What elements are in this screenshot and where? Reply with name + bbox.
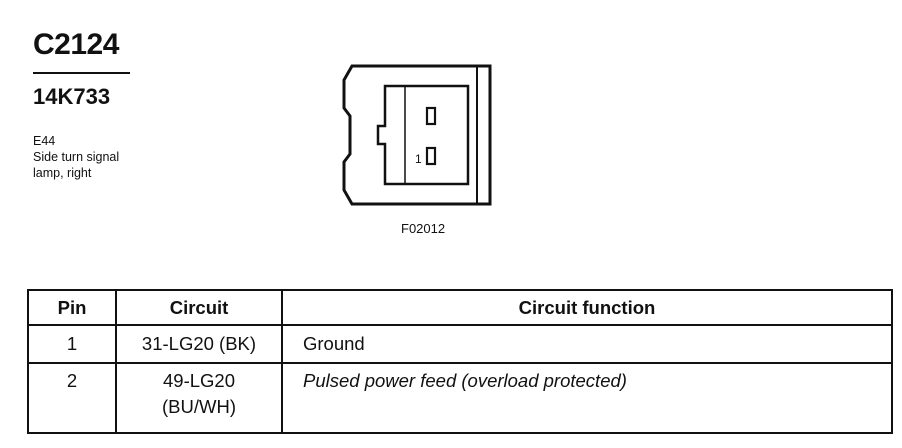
description-line: E44 — [33, 134, 56, 148]
connector-id: C2124 — [33, 28, 119, 61]
pin-label: 1 — [415, 152, 422, 166]
function-cell: Pulsed power feed (overload protected) — [281, 362, 893, 434]
circuit-line: 49-LG20 — [163, 370, 235, 391]
pin-cell: 2 — [27, 362, 117, 434]
column-header-circuit: Circuit — [115, 289, 283, 326]
table-header-row: Pin Circuit Circuit function — [27, 289, 893, 326]
circuit-cell: 49-LG20 (BU/WH) — [115, 362, 283, 434]
pin-table: Pin Circuit Circuit function 1 31-LG20 (… — [27, 289, 893, 434]
description-line: lamp, right — [33, 166, 92, 180]
description-line: Side turn signal — [33, 150, 120, 164]
terminal-body — [376, 84, 470, 186]
part-number: 14K733 — [33, 84, 111, 109]
figure-code: F02012 — [401, 221, 446, 236]
pin-cell: 1 — [27, 324, 117, 364]
connector-housing — [342, 64, 492, 206]
table-row: 2 49-LG20 (BU/WH) Pulsed power feed (ove… — [27, 362, 893, 434]
column-header-function: Circuit function — [281, 289, 893, 326]
function-cell: Ground — [281, 324, 893, 364]
connector-face-diagram: 1 — [342, 64, 492, 206]
table-row: 1 31-LG20 (BK) Ground — [27, 324, 893, 364]
column-header-pin: Pin — [27, 289, 117, 326]
circuit-cell: 31-LG20 (BK) — [115, 324, 283, 364]
circuit-line: (BU/WH) — [162, 396, 236, 417]
connector-description: E44 Side turn signal lamp, right — [33, 133, 119, 181]
pin-cavity-1 — [425, 146, 437, 166]
title-underline — [33, 72, 130, 74]
circuit-line: 31-LG20 (BK) — [141, 333, 257, 354]
pin-cavity-2 — [425, 106, 437, 126]
